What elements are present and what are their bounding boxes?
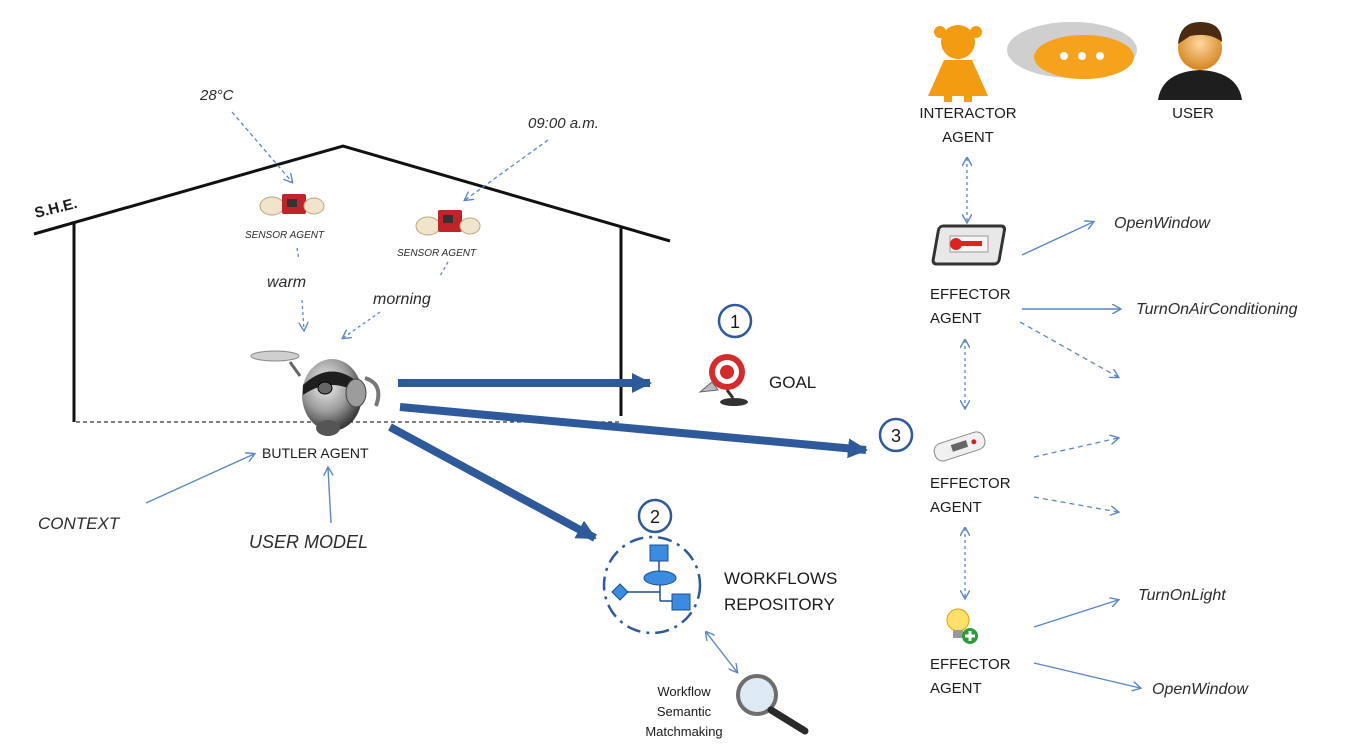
- effector-1-label-line2: AGENT: [930, 310, 982, 327]
- user-label: USER: [1172, 105, 1214, 122]
- speech-bubble-icon: [1007, 22, 1137, 79]
- house-label: S.H.E.: [33, 195, 79, 222]
- interactor-agent-icon: [928, 25, 988, 102]
- user-model-arrow: [328, 468, 331, 524]
- interactor-label-line1: INTERACTOR: [919, 105, 1016, 122]
- effector-3-action-2-arrow: [1033, 662, 1140, 688]
- sensor-2-to-butler-arrow: [343, 311, 381, 338]
- effector-1-action-3-arrow: [1019, 321, 1118, 377]
- sensor-1-input-arrow: [231, 111, 292, 182]
- user-avatar-icon: [1158, 22, 1242, 100]
- goal-step-number: 1: [730, 312, 740, 332]
- sensor-1-interpretation: warm: [267, 274, 306, 291]
- effector-3-action-1-arrow: [1033, 600, 1118, 628]
- sensor-1-reading: 28°C: [199, 87, 234, 104]
- sensor-2-interpretation: morning: [373, 291, 431, 308]
- workflows-label-line2: REPOSITORY: [724, 595, 835, 614]
- effector-2-label-line1: EFFECTOR: [930, 475, 1011, 492]
- sensor-2-icon: [415, 210, 481, 236]
- effector-1-action-2: TurnOnAirConditioning: [1136, 301, 1298, 318]
- effector-3-label-line1: EFFECTOR: [930, 656, 1011, 673]
- sensor-2-input-arrow: [465, 139, 549, 200]
- butler-label: BUTLER AGENT: [262, 445, 369, 461]
- effector-1-label-line1: EFFECTOR: [930, 286, 1011, 303]
- workflows-label-line1: WORKFLOWS: [724, 569, 837, 588]
- sensor-1-output-arrow: [296, 247, 300, 261]
- effector-2-action-1-arrow: [1033, 438, 1118, 458]
- goal-label: GOAL: [769, 373, 816, 392]
- effector-1-thermometer-icon: [931, 224, 1007, 266]
- effector-3-label-line2: AGENT: [930, 680, 982, 697]
- context-arrow: [145, 454, 254, 504]
- sensor-2-reading: 09:00 a.m.: [528, 115, 599, 132]
- sensor-1-label: SENSOR AGENT: [245, 230, 325, 241]
- effector-3-action-2: OpenWindow: [1152, 681, 1249, 698]
- goal-step-badge: [717, 303, 753, 339]
- butler-to-workflows-arrow: [388, 423, 597, 542]
- target-icon: [698, 354, 748, 406]
- sensor-2-label: SENSOR AGENT: [397, 248, 477, 259]
- step-3-number: 3: [891, 426, 901, 446]
- sensor-1-to-butler-arrow: [302, 299, 304, 330]
- context-label: CONTEXT: [38, 514, 121, 533]
- effector-2-label-line2: AGENT: [930, 499, 982, 516]
- user-model-label: USER MODEL: [249, 532, 368, 552]
- butler-to-effector-arrow: [399, 403, 868, 459]
- effector-1-action-1-arrow: [1021, 222, 1093, 256]
- matchmaking-line1: Workflow: [657, 684, 711, 699]
- interactor-label-line2: AGENT: [942, 129, 994, 146]
- sensor-1-icon: [259, 194, 325, 216]
- workflows-matchmaking-arrow: [706, 632, 737, 672]
- effector-1-action-1: OpenWindow: [1114, 215, 1211, 232]
- workflow-repository-icon: [602, 535, 702, 635]
- effector-3-light-bulb-icon: [946, 608, 978, 644]
- effector-2-remote-control-icon: [933, 431, 986, 462]
- butler-robot-icon: [250, 350, 381, 436]
- effector-3-action-1: TurnOnLight: [1138, 587, 1226, 604]
- matchmaking-line3: Matchmaking: [645, 724, 722, 739]
- step-3-badge: [878, 417, 914, 453]
- sensor-2-output-arrow: [439, 261, 449, 277]
- effector-2-action-2-arrow: [1033, 496, 1118, 512]
- magnifier-icon: [736, 674, 809, 735]
- matchmaking-line2: Semantic: [657, 704, 712, 719]
- workflows-step-number: 2: [650, 507, 660, 527]
- workflows-step-badge: [637, 498, 673, 534]
